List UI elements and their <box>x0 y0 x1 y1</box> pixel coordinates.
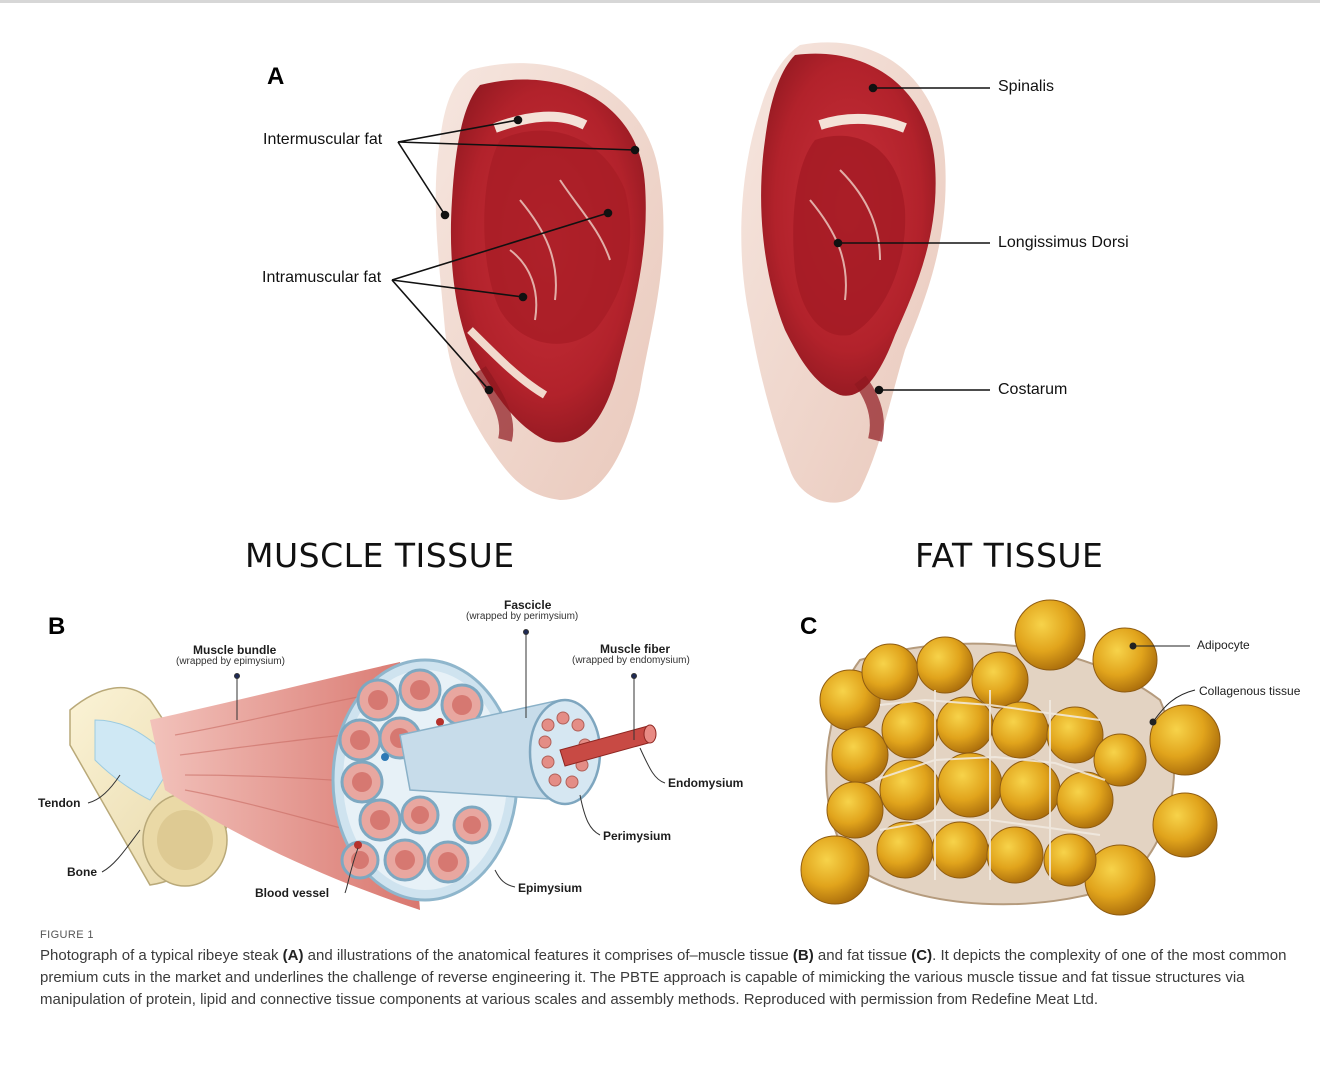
label-muscle-bundle-sub: (wrapped by epimysium) <box>176 656 285 667</box>
label-tendon: Tendon <box>38 796 80 810</box>
label-costarum: Costarum <box>998 381 1067 399</box>
title-muscle-tissue: MUSCLE TISSUE <box>245 536 515 575</box>
panel-letter-c: C <box>800 613 817 641</box>
caption-text: Photograph of a typical ribeye steak (A)… <box>40 945 1290 1011</box>
label-bone: Bone <box>67 865 97 879</box>
label-muscle-fiber-sub: (wrapped by endomysium) <box>572 655 690 666</box>
caption-ref-a: (A) <box>283 947 304 964</box>
figure-caption: FIGURE 1 Photograph of a typical ribeye … <box>40 929 1290 1011</box>
label-adipocyte: Adipocyte <box>1197 638 1250 652</box>
label-fascicle: Fascicle <box>504 598 551 612</box>
label-epimysium: Epimysium <box>518 881 582 895</box>
fat-cluster-illustration <box>801 600 1220 915</box>
steak-photo-right <box>741 42 945 502</box>
figure-artwork <box>0 0 1320 930</box>
label-intramuscular-fat: Intramuscular fat <box>262 269 381 287</box>
muscle-illustration <box>70 630 665 911</box>
panel-letter-a: A <box>267 63 284 91</box>
label-perimysium: Perimysium <box>603 829 671 843</box>
caption-figure-label: FIGURE 1 <box>40 929 1290 941</box>
label-intermuscular-fat: Intermuscular fat <box>263 131 382 149</box>
label-muscle-bundle: Muscle bundle <box>193 643 276 657</box>
label-fascicle-sub: (wrapped by perimysium) <box>466 611 578 622</box>
title-fat-tissue: FAT TISSUE <box>915 536 1103 575</box>
caption-ref-b: (B) <box>793 947 814 964</box>
label-blood-vessel: Blood vessel <box>255 886 329 900</box>
caption-ref-c: (C) <box>911 947 932 964</box>
panel-letter-b: B <box>48 613 65 641</box>
label-collagenous-tissue: Collagenous tissue <box>1199 684 1300 698</box>
label-muscle-fiber: Muscle fiber <box>600 642 670 656</box>
label-longissimus-dorsi: Longissimus Dorsi <box>998 234 1129 252</box>
label-spinalis: Spinalis <box>998 78 1054 96</box>
label-endomysium: Endomysium <box>668 776 743 790</box>
